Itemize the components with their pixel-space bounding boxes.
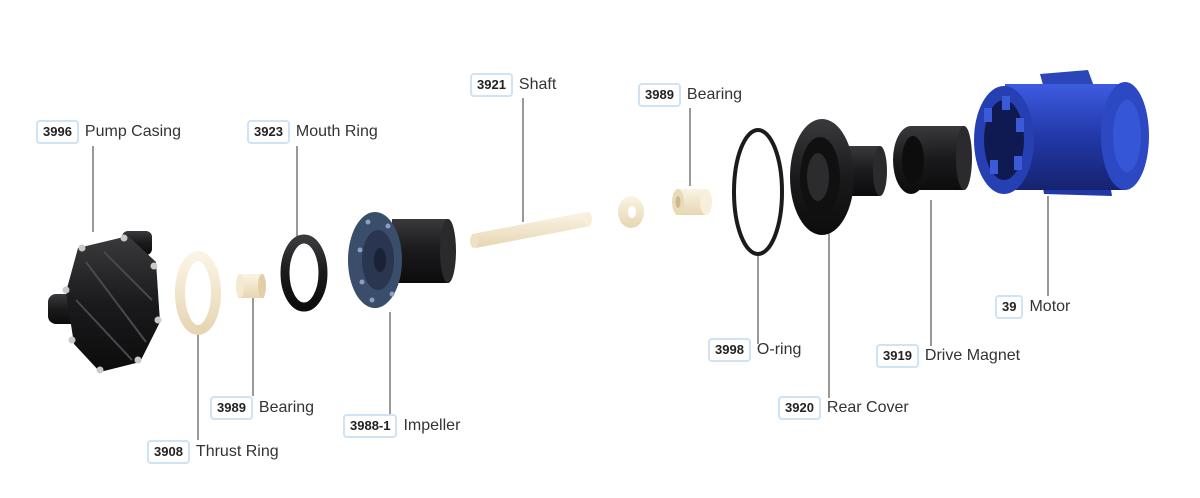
thrust-ring-shape [175,251,221,335]
part-code: 3988-1 [343,414,398,438]
part-label: O-ring [756,341,802,358]
callout-thrust-ring: 3908 Thrust Ring [147,440,279,464]
part-code: 3989 [210,396,253,420]
leader-lines [92,98,1049,440]
part-label: Bearing [686,86,743,103]
part-label: Mouth Ring [295,123,378,140]
o-ring-shape [732,128,784,256]
callout-mouth-ring: 3923 Mouth Ring [247,120,378,144]
part-code: 3923 [247,120,290,144]
impeller-shape [348,212,456,308]
callout-motor: 39 Motor [995,295,1070,319]
shaft-shape [470,212,592,248]
callout-o-ring: 3998 O-ring [708,338,801,362]
mouth-ring-shape [280,234,328,312]
callout-drive-magnet: 3919 Drive Magnet [876,344,1020,368]
part-label: Pump Casing [84,123,181,140]
rear-cover-shape [790,119,887,235]
callout-rear-cover: 3920 Rear Cover [778,396,909,420]
part-label: Shaft [518,76,557,93]
bearing-rear-shape [672,189,712,215]
drive-magnet-shape [893,126,972,194]
part-label: Motor [1029,298,1071,315]
callout-pump-casing: 3996 Pump Casing [36,120,181,144]
callout-bearing-front: 3989 Bearing [210,396,314,420]
part-code: 3921 [470,73,513,97]
part-code: 39 [995,295,1024,319]
callout-bearing-rear: 3989 Bearing [638,83,742,107]
washer-shape [618,196,644,228]
part-code: 3919 [876,344,919,368]
part-label: Thrust Ring [195,443,279,460]
part-code: 3989 [638,83,681,107]
part-label: Drive Magnet [924,347,1021,364]
part-code: 3998 [708,338,751,362]
part-label: Impeller [403,417,461,434]
pump-casing-shape [48,231,162,374]
callout-impeller: 3988-1 Impeller [343,414,460,438]
callout-shaft: 3921 Shaft [470,73,556,97]
motor-shape [974,70,1149,196]
part-code: 3908 [147,440,190,464]
part-label: Bearing [258,399,315,416]
part-label: Rear Cover [826,399,909,416]
bearing-front-shape [236,274,266,298]
part-code: 3996 [36,120,79,144]
part-code: 3920 [778,396,821,420]
